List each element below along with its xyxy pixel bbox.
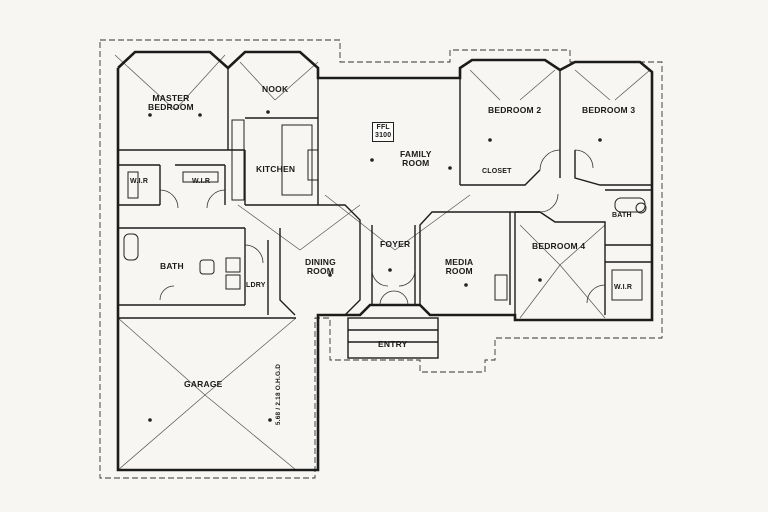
room-label-foyer: FOYER [380,239,411,249]
room-label-nook: NOOK [262,84,289,94]
room-label-bedroom-4: BEDROOM 4 [532,241,586,251]
room-label-kitchen: KITCHEN [256,164,296,174]
room-label-bath-2: BATH [612,212,632,219]
roof-eave-outline [99,39,663,479]
room-label-garage: GARAGE [184,379,223,389]
room-label-wir-master-2: W.I.R [192,178,211,185]
room-label-master-bedroom: MASTER BEDROOM [148,93,194,112]
room-label-media-room: MEDIA ROOM [445,257,474,276]
room-label-closet: CLOSET [482,168,512,175]
entry-steps [347,317,439,359]
fixtures [123,119,647,301]
roof-hip-lines [114,54,651,471]
exterior-walls [116,50,654,472]
room-label-entry: ENTRY [378,339,408,349]
light-points [148,110,602,422]
garage-door-note: 5.68 / 2.18 O.H.G.D [275,363,283,426]
interior-walls [118,68,652,319]
room-label-laundry: LDRY [246,282,266,289]
room-label-bedroom-3: BEDROOM 3 [582,105,636,115]
ffl-level-note: FFL 3100 [372,122,395,142]
door-swings [159,149,606,306]
room-label-wir-master-1: W.I.R [130,178,149,185]
room-label-dining-room: DINING ROOM [305,257,336,276]
room-label-wir-bedroom-4: W.I.R [614,284,633,291]
room-label-family-room: FAMILY ROOM [400,149,432,168]
room-label-bedroom-2: BEDROOM 2 [488,105,542,115]
room-label-bath-master: BATH [160,261,184,271]
